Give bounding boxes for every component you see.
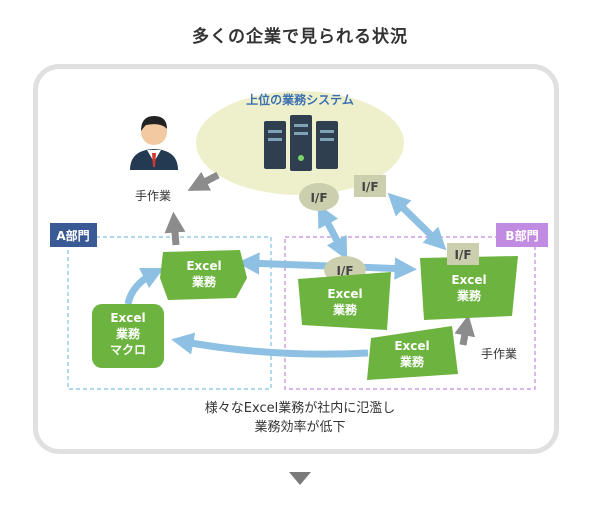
excel-b-line2: 業務 xyxy=(456,288,482,303)
arrow-manual-to-excel-b xyxy=(454,314,476,346)
excel-b-line1: Excel xyxy=(451,273,486,287)
server-icon xyxy=(264,115,338,171)
macro-line3: マクロ xyxy=(110,343,146,357)
if-label-right: I/F xyxy=(361,180,378,194)
dept-a-badge xyxy=(50,223,97,247)
manual-work-label-top: 手作業 xyxy=(135,189,171,203)
excel-node-dept-b-right: I/F Excel 業務 xyxy=(420,243,518,320)
excel-a-line2: 業務 xyxy=(191,274,217,289)
macro-line2: 業務 xyxy=(115,326,141,341)
page-title: 多くの企業で見られる状況 xyxy=(192,27,408,47)
excel-mid-line2: 業務 xyxy=(332,302,358,317)
excel-mid-line1: Excel xyxy=(327,287,362,301)
arrow-excel-b-to-macro xyxy=(171,332,369,358)
dept-a-label: A部門 xyxy=(56,228,89,243)
excel-node-dept-b-bottom: Excel 業務 xyxy=(367,326,458,380)
arrow-macro-to-excel-a xyxy=(124,267,165,305)
arrow-system-to-person xyxy=(187,171,220,191)
person-icon xyxy=(130,116,178,170)
excel-bottom-line1: Excel xyxy=(394,339,429,353)
excel-bottom-line2: 業務 xyxy=(399,354,425,369)
excel-node-dept-b-middle: Excel 業務 xyxy=(298,272,391,330)
if-node-left: I/F xyxy=(299,183,339,211)
dept-a-area xyxy=(67,236,272,390)
arrow-excel-to-person xyxy=(164,211,186,246)
if-node-right: I/F xyxy=(354,175,386,197)
if-label-b-right: I/F xyxy=(454,248,471,262)
macro-line1: Excel xyxy=(110,311,145,325)
if-label-middle: I/F xyxy=(336,264,353,278)
dept-b-badge xyxy=(496,223,548,247)
caption-line-1: 様々なExcel業務が社内に氾濫し xyxy=(205,400,395,416)
excel-macro-node: Excel 業務 マクロ xyxy=(92,304,164,368)
excel-a-line1: Excel xyxy=(186,259,221,273)
dept-b-area xyxy=(284,236,536,390)
down-arrow-icon xyxy=(289,472,311,485)
caption-line-2: 業務効率が低下 xyxy=(254,419,345,435)
dept-b-label: B部門 xyxy=(505,228,538,243)
arrow-system-if-left xyxy=(317,204,348,260)
if-label-left: I/F xyxy=(310,191,327,205)
excel-node-dept-a: Excel 業務 xyxy=(160,250,247,300)
system-label: 上位の業務システム xyxy=(246,92,354,107)
manual-work-label-b: 手作業 xyxy=(481,347,517,361)
arrow-system-if-right xyxy=(387,192,447,251)
if-node-b-right xyxy=(447,243,479,265)
